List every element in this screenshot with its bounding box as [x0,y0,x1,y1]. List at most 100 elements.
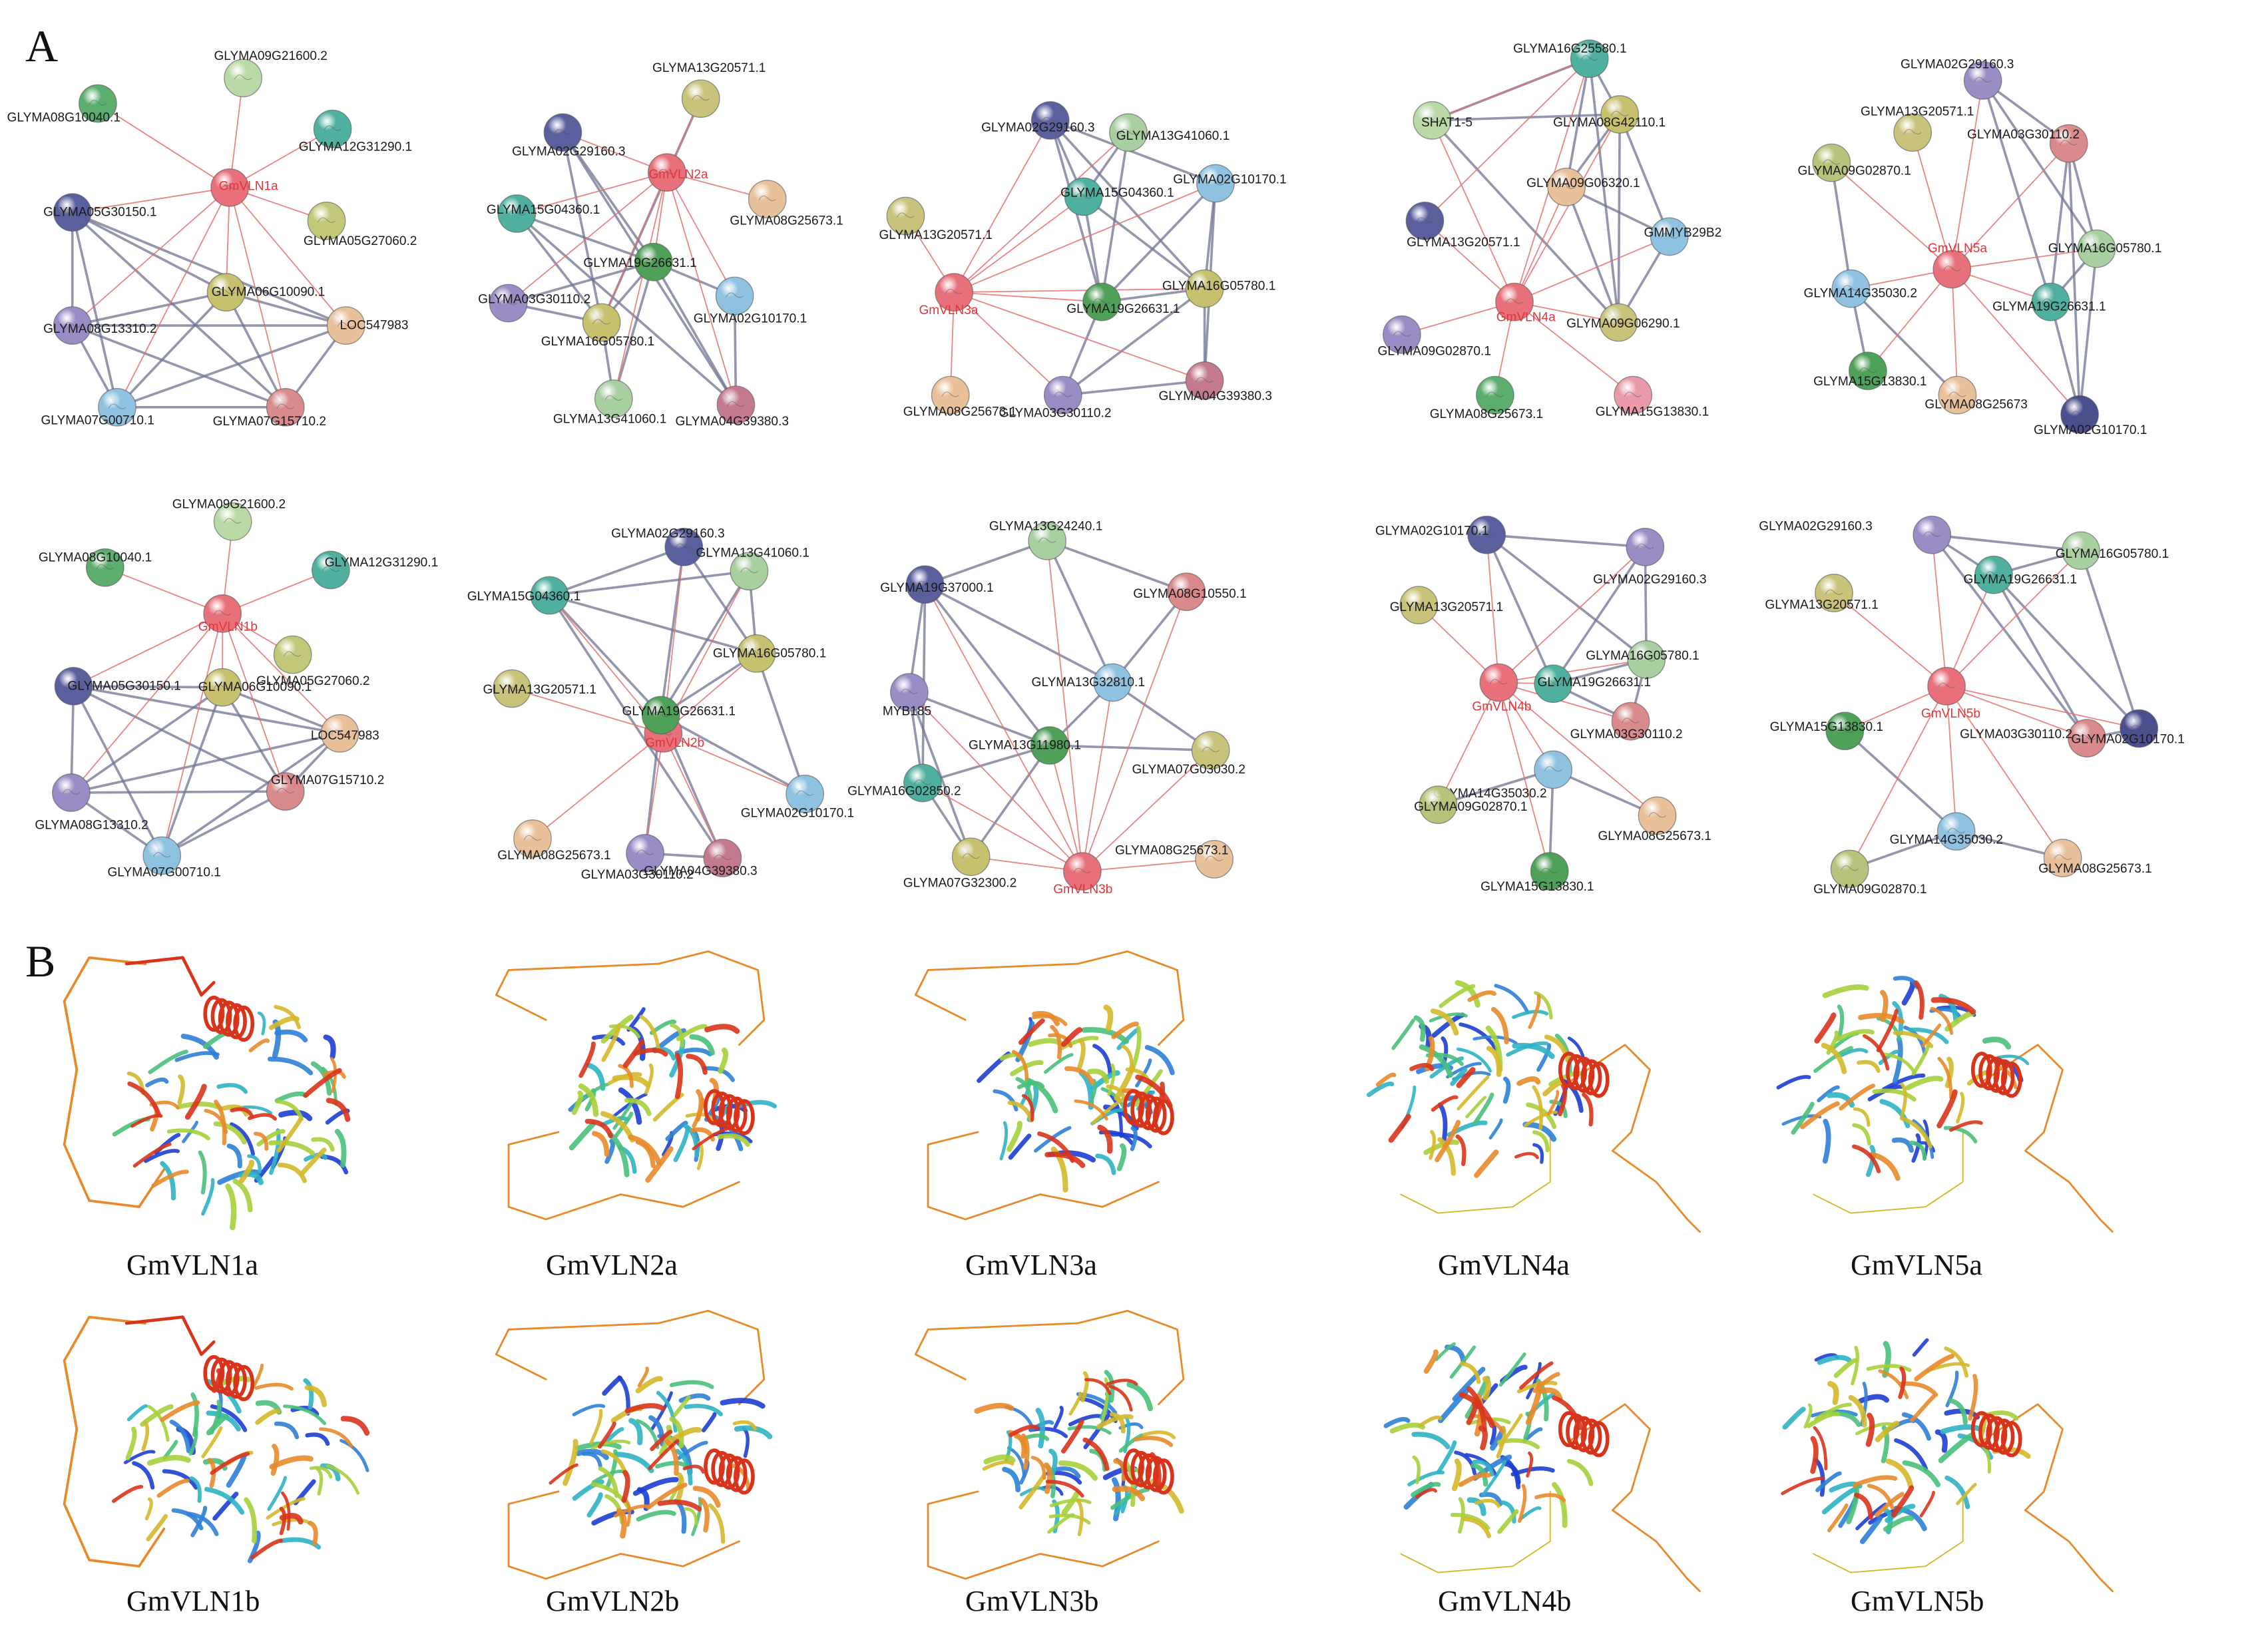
interaction-edge [2080,550,2140,729]
association-edge [1048,745,1083,872]
node-label: GLYMA02G10170.1 [1173,172,1286,186]
association-edge [954,288,1205,293]
structure-gmvln4a [1358,945,1717,1238]
node-label: GLYMA08G25673.1 [730,214,843,228]
ribbon-strand [668,1426,702,1444]
ribbon-strand [1996,1054,2030,1066]
association-edge [1082,591,1188,872]
node-label: GmVLN5a [1928,242,1987,256]
association-edge [922,782,1083,872]
node-label: LOC547983 [311,729,379,743]
ribbon-strand [171,1508,204,1531]
coil-loop [507,1131,740,1221]
protein-node [886,196,925,236]
interaction-edge [561,132,603,323]
ribbon-strand [169,1419,191,1454]
ribbon-strand [581,1452,602,1468]
ribbon-strand [1874,1492,1905,1518]
ribbon-strand [1869,1151,1901,1181]
ribbon-strand [125,1426,137,1460]
association-edge [924,584,1083,872]
ribbon-strand [177,1074,186,1105]
protein-model [1776,976,2114,1233]
structure-caption: GmVLN4a [1438,1249,1570,1281]
ribbon-strand [1519,1361,1554,1390]
ribbon-strand [1450,1068,1468,1086]
ribbon-strand [303,1378,314,1410]
ribbon-strand [589,1408,603,1445]
node-label: GLYMA09G06320.1 [1526,176,1640,190]
ribbon-strand [253,1132,269,1151]
ribbon-strand [1814,1012,1837,1044]
protein-node [1815,574,1853,612]
ribbon-strand [1803,1403,1813,1429]
association-edge [71,613,223,793]
association-edge [953,196,1084,293]
ribbon-strand [1930,997,1976,1015]
ribbon-strand [1814,1458,1825,1497]
ribbon-strand [151,1169,189,1188]
association-edge [1046,540,1083,872]
ribbon-strand [999,1121,1009,1161]
ribbon-strand [319,1427,353,1448]
ribbon-strand [1512,1042,1555,1060]
protein-node [2043,839,2082,877]
helix-coil [1566,1054,1587,1091]
ribbon-strand [1876,1008,1899,1052]
ribbon-strand [1857,1060,1881,1074]
ribbon-strand [1851,1144,1881,1173]
ribbon-strand [244,1497,258,1544]
ribbon-strand [1032,1010,1060,1026]
ribbon-strand [1901,1412,1931,1441]
ribbon-strand [1456,1067,1476,1088]
ribbon-strand [622,1039,645,1068]
ribbon-strand [225,1183,237,1231]
association-edge [1424,58,1590,222]
ribbon-strand [1500,1500,1516,1524]
node-label: GLYMA03G30110.2 [1570,727,1683,741]
ribbon-strand [209,1400,222,1435]
ribbon-strand [1852,1475,1898,1488]
protein-node [1028,521,1067,560]
ribbon-strand [602,1375,622,1396]
ribbon-strand [1776,1075,1811,1090]
node-label: GLYMA02G29160.3 [1593,572,1706,586]
ribbon-strand [1121,1044,1134,1074]
focus-node [1063,852,1102,891]
helix-coil [718,1453,740,1490]
association-edge [1514,186,1568,303]
ribbon-strand [1938,994,1959,1023]
ribbon-strand [674,1052,683,1100]
interaction-edge [548,594,724,859]
ribbon-strand [1451,1458,1462,1492]
ribbon-strand [568,1122,596,1151]
ribbon-strand [256,1129,286,1147]
protein-model [1781,1338,2114,1593]
ribbon-strand [1921,1023,1942,1048]
association-edge [953,182,1216,293]
interaction-edge [73,685,286,793]
protein-node [1600,95,1640,134]
network-graph: GmVLN2bGLYMA02G29160.3GLYMA13G41060.1GLY… [467,526,854,882]
ribbon-strand [635,1376,663,1394]
protein-node [951,837,991,877]
ribbon-strand [686,1054,708,1075]
ribbon-strand [1526,1451,1534,1478]
ribbon-strand [648,1438,680,1470]
protein-node [703,839,742,877]
ribbon-strand [982,1460,1015,1471]
ribbon-strand [274,1091,308,1104]
helix-coil [1566,1413,1587,1450]
ribbon-strand [590,1482,630,1509]
ribbon-strand [1008,1134,1032,1160]
node-label: GLYMA13G20571.1 [1390,600,1503,614]
ribbon-strand [278,1110,313,1122]
protein-node [1399,586,1439,624]
protein-node [142,836,182,875]
ribbon-strand [1528,994,1541,1029]
ribbon-strand [1135,1058,1152,1088]
ribbon-strand [613,1504,652,1518]
ribbon-strand [1498,1352,1526,1387]
ribbon-strand [1455,1134,1467,1166]
ribbon-strand [717,1133,750,1147]
